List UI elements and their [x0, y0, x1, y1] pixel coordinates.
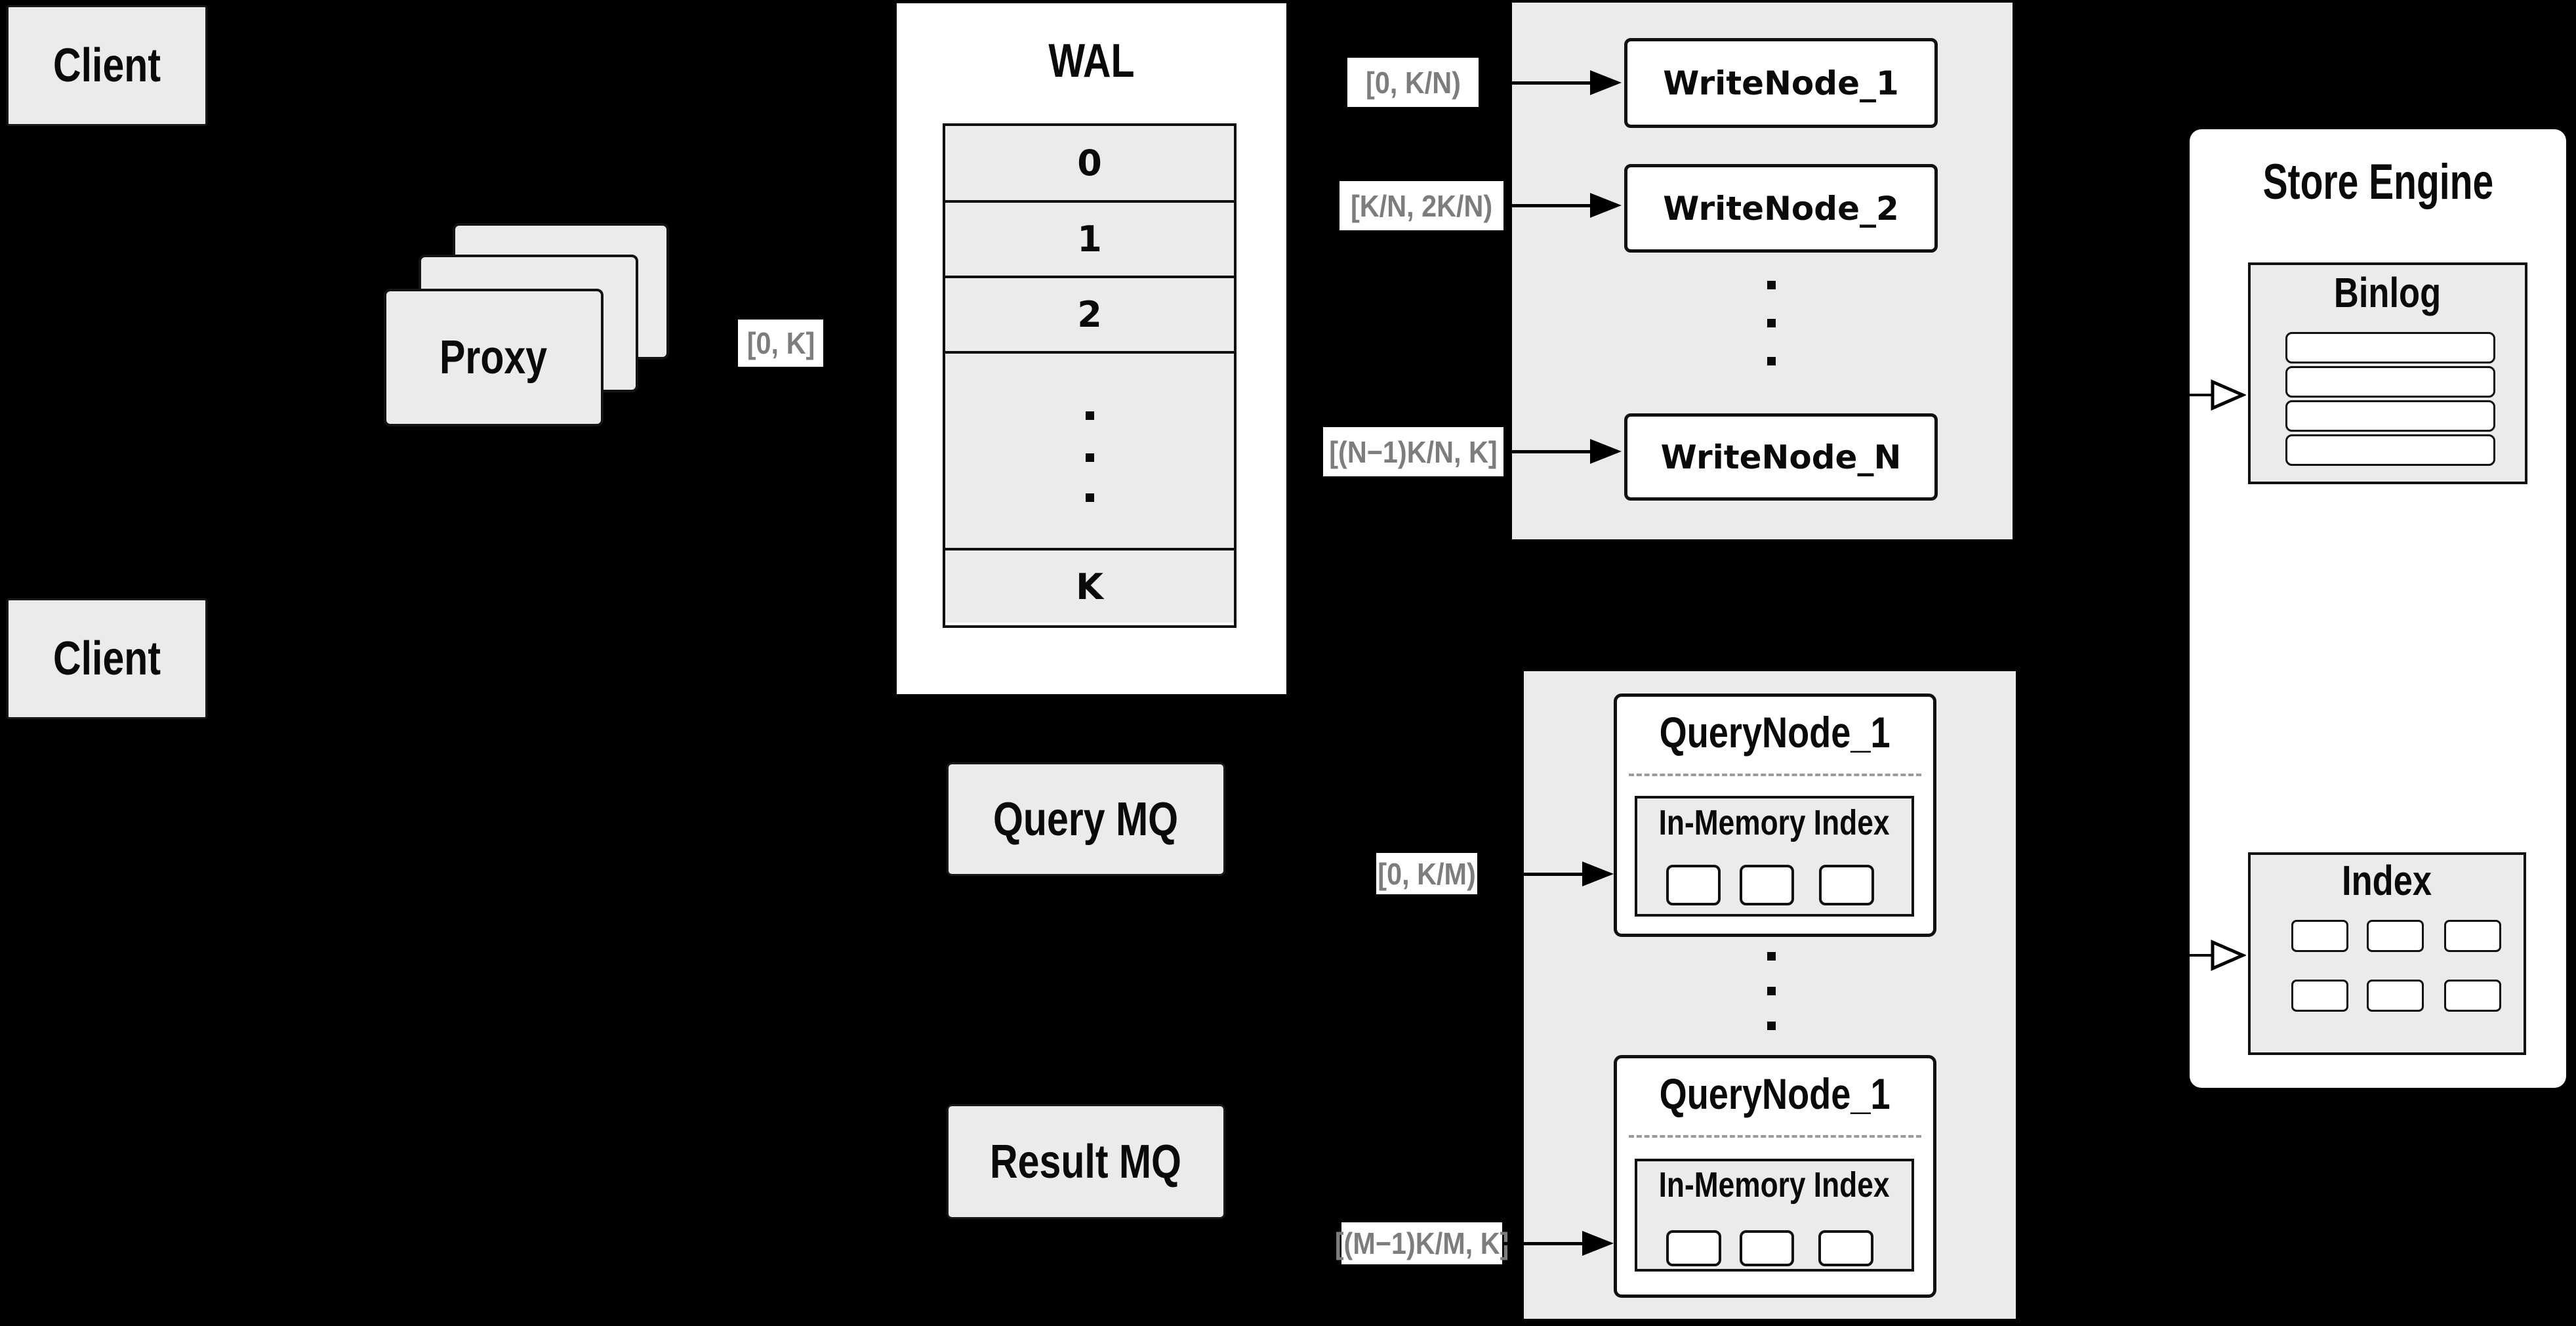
result-mq-box: Result MQ	[947, 1104, 1225, 1219]
wal-segment-row: 2	[945, 278, 1234, 354]
binlog-title: Binlog	[2334, 269, 2442, 316]
binlog-row	[2285, 400, 2495, 432]
in-memory-index-bottom: In-Memory Index	[1635, 1159, 1914, 1272]
segment-cell	[1740, 1230, 1794, 1266]
index-cell	[2444, 920, 2501, 952]
client-box-bottom: Client	[7, 598, 207, 719]
index-title: Index	[2342, 857, 2432, 904]
in-memory-index-top-title: In-Memory Index	[1659, 803, 1890, 842]
arrowhead-icon	[1582, 861, 1614, 886]
write-node-n: WriteNode_N	[1624, 413, 1938, 501]
binlog-row	[2285, 434, 2495, 466]
query-node-top-title: QueryNode_1	[1660, 708, 1891, 756]
divider-dashed	[1629, 774, 1921, 776]
wal-title: WAL	[1048, 35, 1135, 87]
index-cell	[2444, 980, 2501, 1012]
binlog-row	[2285, 366, 2495, 398]
arrow-line	[1503, 204, 1591, 207]
arrow-line	[1503, 450, 1591, 453]
index-cell	[2291, 980, 2348, 1012]
write-range-label-1: [0, K/N)	[1347, 58, 1479, 107]
arrow-line	[1477, 873, 1584, 876]
in-memory-index-bottom-title: In-Memory Index	[1659, 1165, 1890, 1205]
wal-ellipsis-cell	[945, 354, 1234, 550]
proxy-range-label: [0, K]	[738, 320, 823, 367]
query-node-bottom-title: QueryNode_1	[1660, 1069, 1891, 1118]
query-range-label-1: [0, K/M)	[1376, 853, 1477, 894]
write-range-label-n: [(N−1)K/N, K]	[1323, 427, 1503, 476]
index-cell	[2367, 980, 2424, 1012]
arrow-line	[2190, 954, 2213, 957]
arrowhead-icon	[1582, 1231, 1614, 1256]
client-top-label: Client	[52, 39, 161, 92]
ellipsis-dot-icon	[1767, 357, 1776, 365]
wal-last-segment-row: K	[945, 550, 1234, 623]
divider-dashed	[1629, 1135, 1921, 1138]
ellipsis-dot-icon	[1086, 493, 1094, 502]
arrow-line	[1502, 1242, 1584, 1245]
proxy-box: Proxy	[384, 289, 603, 426]
write-node-2: WriteNode_2	[1624, 164, 1938, 253]
binlog-row	[2285, 332, 2495, 363]
write-range-label-2: [K/N, 2K/N)	[1339, 181, 1503, 230]
arrowhead-icon	[1590, 439, 1622, 464]
ellipsis-dot-icon	[1767, 952, 1776, 961]
wal-table: 0 1 2 K	[943, 123, 1237, 628]
open-arrowhead-icon	[2211, 379, 2246, 411]
ellipsis-dot-icon	[1086, 453, 1094, 462]
index-box: Index	[2248, 852, 2526, 1055]
in-memory-index-top: In-Memory Index	[1635, 796, 1914, 917]
arrowhead-icon	[1590, 193, 1622, 218]
ellipsis-dot-icon	[1086, 411, 1094, 420]
write-node-1: WriteNode_1	[1624, 38, 1938, 128]
arrowhead-icon	[1590, 70, 1622, 95]
segment-cell	[1666, 1230, 1721, 1266]
client-box-top: Client	[7, 5, 207, 126]
wal-segment-row: 1	[945, 203, 1234, 278]
wal-segment-row: 0	[945, 126, 1234, 203]
arrow-line	[1479, 81, 1591, 85]
query-node-top: QueryNode_1 In-Memory Index	[1614, 694, 1936, 937]
proxy-label: Proxy	[440, 331, 548, 384]
query-node-bottom: QueryNode_1 In-Memory Index	[1614, 1055, 1936, 1298]
binlog-box: Binlog	[2248, 262, 2527, 484]
segment-cell	[1819, 865, 1874, 905]
arrow-line	[2190, 394, 2213, 396]
query-range-label-m: [(M−1)K/M, K]	[1335, 1222, 1509, 1264]
ellipsis-dot-icon	[1767, 281, 1776, 289]
query-mq-box: Query MQ	[947, 762, 1225, 876]
segment-cell	[1740, 865, 1794, 905]
ellipsis-dot-icon	[1767, 319, 1776, 327]
segment-cell	[1666, 865, 1721, 905]
store-engine-title: Store Engine	[2262, 154, 2493, 210]
segment-cell	[1818, 1230, 1873, 1266]
index-cell	[2291, 920, 2348, 952]
client-bottom-label: Client	[52, 632, 161, 685]
ellipsis-dot-icon	[1767, 987, 1776, 995]
index-cell	[2367, 920, 2424, 952]
ellipsis-dot-icon	[1767, 1022, 1776, 1030]
open-arrowhead-icon	[2211, 940, 2246, 971]
